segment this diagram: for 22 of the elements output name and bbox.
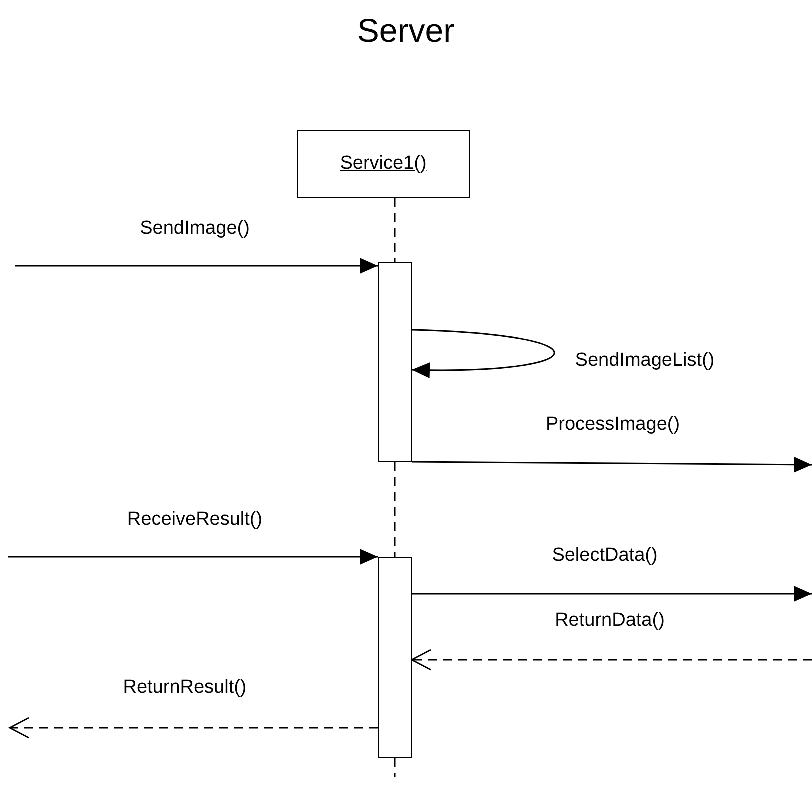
message-arrow [8, 549, 378, 565]
edge-label: SendImageList() [575, 350, 715, 373]
activation-bar [378, 262, 412, 462]
edge-label: SelectData() [552, 545, 658, 568]
lifeline-name: Service1() [340, 153, 427, 175]
message-arrow [15, 258, 378, 274]
lifeline-head-box [297, 130, 470, 198]
lifeline [394, 758, 396, 777]
return-message-arrow [411, 649, 812, 671]
edge-label: ReturnResult() [123, 677, 247, 700]
diagram-title: Server [356, 12, 456, 50]
lifeline [394, 198, 396, 262]
edge-label: ReturnData() [555, 610, 665, 633]
edge-label: ReceiveResult() [127, 509, 263, 532]
edge-label: ProcessImage() [546, 414, 680, 437]
edge-label: SendImage() [140, 218, 250, 241]
message-arrow [412, 329, 555, 378]
activation-bar [378, 557, 412, 758]
lifeline [394, 462, 396, 557]
return-message-arrow [9, 717, 378, 739]
message-arrow [412, 456, 812, 473]
message-arrow [412, 586, 812, 602]
